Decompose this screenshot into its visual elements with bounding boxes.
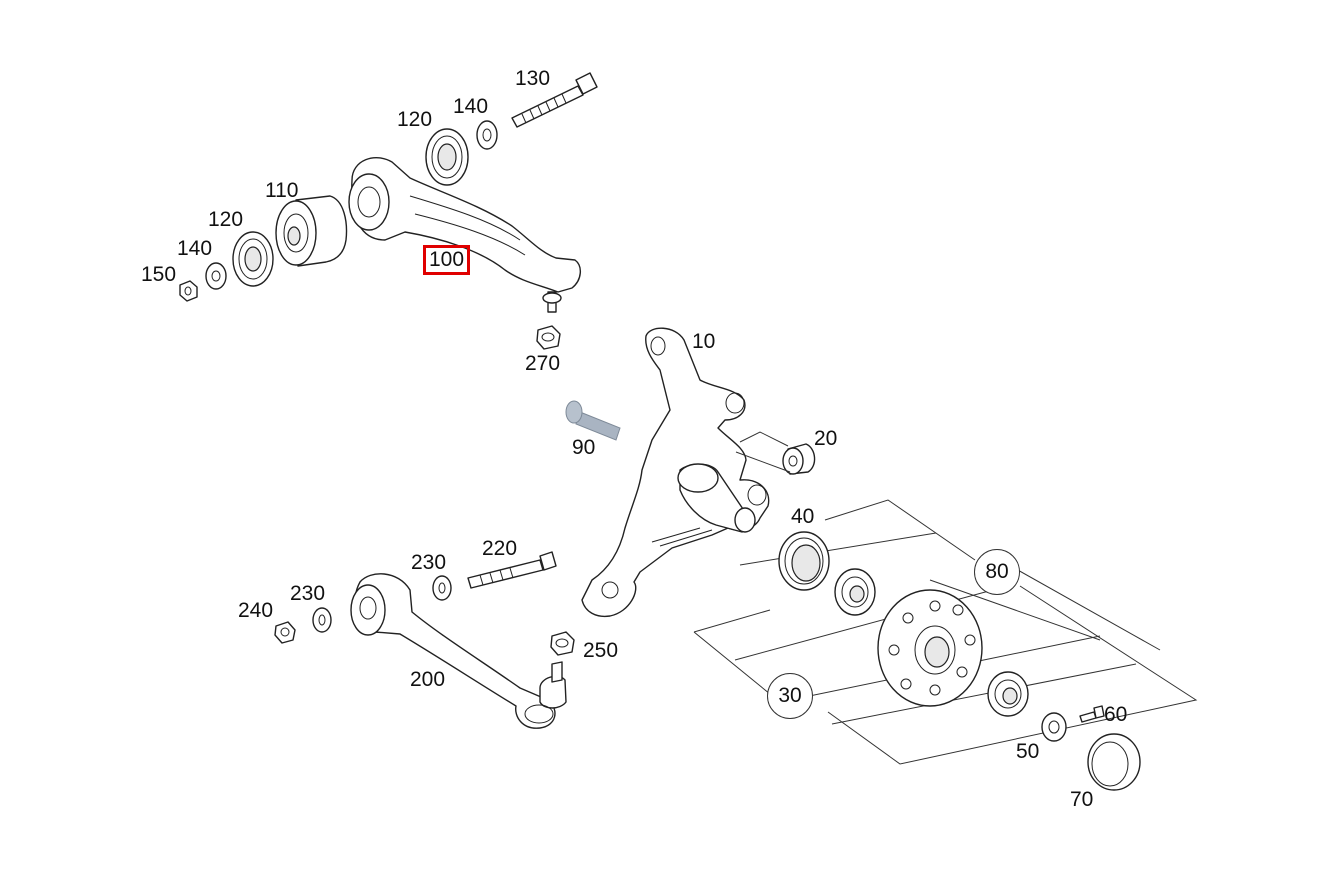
callout-30[interactable]: 30	[767, 673, 813, 719]
callout-100-selected[interactable]: 100	[422, 245, 471, 275]
washer-230-lower-icon	[312, 607, 332, 633]
callout-20[interactable]: 20	[814, 427, 838, 450]
nut-240-icon	[274, 621, 296, 644]
callout-270[interactable]: 270	[525, 352, 561, 375]
seal-ring-40-icon	[778, 531, 830, 591]
bushing-ring-120-left-icon	[232, 231, 274, 287]
callout-220[interactable]: 220	[482, 537, 518, 560]
callout-110[interactable]: 110	[265, 179, 299, 202]
callout-250[interactable]: 250	[583, 639, 619, 662]
callout-40[interactable]: 40	[791, 505, 815, 528]
callout-70[interactable]: 70	[1070, 788, 1094, 811]
washer-140-top-icon	[476, 120, 498, 150]
callout-200[interactable]: 200	[410, 668, 446, 691]
bearing-inner-icon	[834, 568, 876, 616]
callout-50[interactable]: 50	[1016, 740, 1040, 763]
control-arm-100-icon	[348, 157, 581, 313]
callout-140-top[interactable]: 140	[453, 95, 489, 118]
bushing-110-icon	[275, 195, 348, 267]
callout-60[interactable]: 60	[1104, 703, 1128, 726]
steering-knuckle-10-icon	[581, 327, 770, 618]
callout-130[interactable]: 130	[515, 67, 551, 90]
nut-270-icon	[536, 325, 561, 350]
dust-cap-70-icon	[1087, 733, 1141, 791]
callout-90[interactable]: 90	[572, 436, 596, 459]
callout-150[interactable]: 150	[141, 263, 177, 286]
sleeve-20-icon	[782, 443, 816, 475]
callout-240[interactable]: 240	[238, 599, 274, 622]
callout-120-top[interactable]: 120	[397, 108, 433, 131]
bolt-90-icon	[565, 400, 621, 441]
washer-230-upper-icon	[432, 575, 452, 601]
callout-80[interactable]: 80	[974, 549, 1020, 595]
callout-230-lower[interactable]: 230	[290, 582, 326, 605]
strut-arm-200-icon	[350, 573, 567, 729]
bolt-220-icon	[467, 551, 557, 589]
washer-140-left-icon	[205, 262, 227, 290]
nut-250-icon	[550, 631, 575, 656]
wheel-hub-icon	[877, 589, 983, 707]
nut-150-icon	[179, 280, 198, 302]
bushing-ring-120-top-icon	[425, 128, 469, 186]
callout-120-left[interactable]: 120	[208, 208, 244, 231]
callout-10[interactable]: 10	[692, 330, 716, 353]
bearing-outer-icon	[987, 671, 1029, 717]
clamp-nut-50-icon	[1041, 712, 1067, 742]
callout-230-upper[interactable]: 230	[411, 551, 447, 574]
bolt-130-icon	[511, 72, 598, 128]
callout-140-left[interactable]: 140	[177, 237, 213, 260]
screw-60-icon	[1079, 705, 1105, 723]
